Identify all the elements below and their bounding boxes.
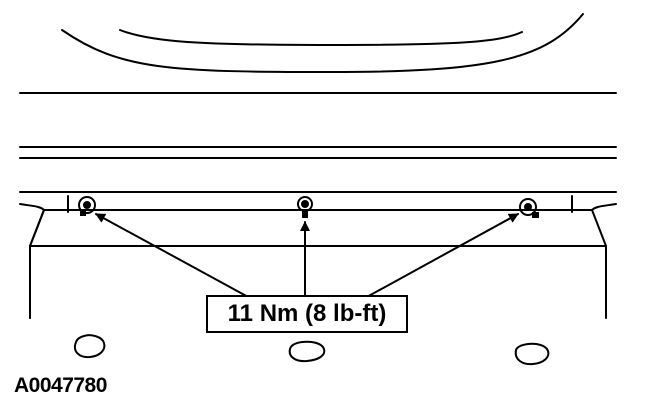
left-fascia-slot	[74, 334, 106, 359]
left-fastener-icon	[78, 196, 96, 216]
bumper-upper-lip	[67, 195, 573, 213]
center-fascia-slot	[288, 340, 326, 363]
torque-callout: 11 Nm (8 lb-ft)	[206, 295, 408, 333]
left-leader-arrow	[95, 213, 251, 299]
right-fascia-slot	[514, 342, 550, 366]
upper-panel-outer-curve	[61, 13, 584, 73]
bumper-left-end-inner	[29, 209, 45, 247]
figure-id-label: A0047780	[14, 374, 107, 397]
bumper-right-end	[591, 203, 617, 319]
center-fastener-icon	[297, 196, 313, 218]
right-leader-arrow	[364, 213, 519, 299]
right-fastener-icon	[519, 198, 539, 218]
upper-panel-inner-curve	[119, 29, 523, 46]
